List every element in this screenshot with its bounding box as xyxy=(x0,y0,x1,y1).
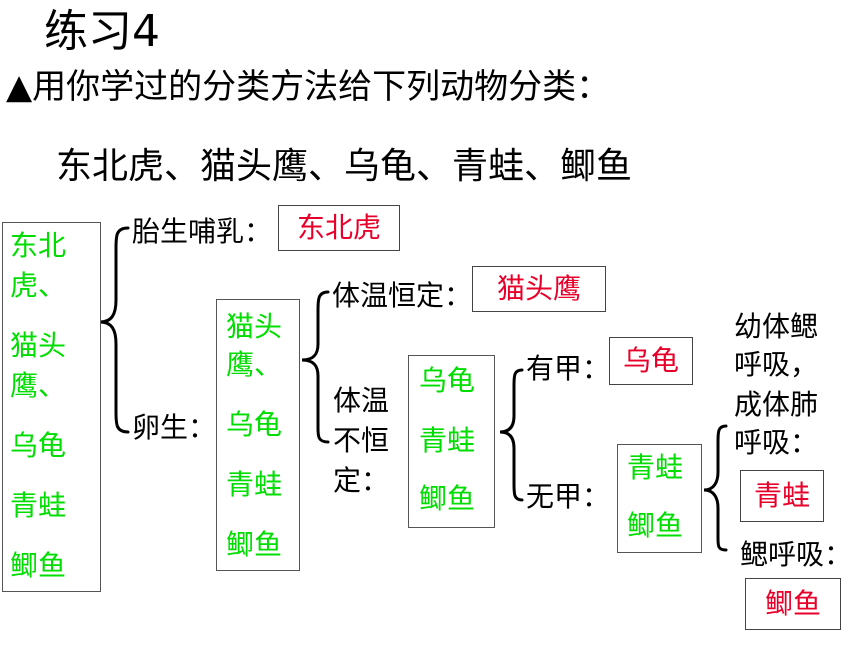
answer-turtle: 乌龟 xyxy=(609,337,693,385)
answer-owl: 猫头鹰 xyxy=(472,266,606,312)
answer-fish: 鲫鱼 xyxy=(745,578,841,630)
box1-line: 东北 xyxy=(10,229,67,262)
variable-temp-box: 乌龟 青蛙 鲫鱼 xyxy=(408,355,495,528)
slide-title: 练习4 xyxy=(44,6,160,57)
brace-level-3 xyxy=(499,368,524,502)
box2-line: 鹰、 xyxy=(226,348,283,381)
no-shell-box: 青蛙 鲫鱼 xyxy=(617,444,702,553)
label-gill-breathing: 鳃呼吸： xyxy=(740,538,853,571)
all-animals-box: 东北 虎、 猫头 鹰、 乌龟 青蛙 鲫鱼 xyxy=(2,222,101,592)
brace-level-2 xyxy=(301,290,330,444)
box1-line: 鹰、 xyxy=(10,369,67,402)
brace-level-4 xyxy=(703,424,728,552)
box3-line: 乌龟 xyxy=(419,364,476,397)
label-larva-gill-4: 呼吸： xyxy=(734,426,819,459)
box1-line: 乌龟 xyxy=(10,429,67,462)
brace-level-1 xyxy=(99,226,130,434)
label-no-shell: 无甲： xyxy=(526,480,611,513)
label-constant-temp: 体温恒定： xyxy=(332,279,473,312)
label-variable-temp-1: 体温 xyxy=(333,384,390,417)
box2-line: 猫头 xyxy=(226,310,283,343)
instruction-text: ▲用你学过的分类方法给下列动物分类： xyxy=(6,67,611,107)
box3-line: 鲫鱼 xyxy=(419,482,476,515)
box1-line: 青蛙 xyxy=(10,489,67,522)
label-viviparous: 胎生哺乳： xyxy=(132,215,273,248)
box3-line: 青蛙 xyxy=(419,424,476,457)
label-oviparous: 卵生： xyxy=(132,411,217,444)
box4-line: 青蛙 xyxy=(627,451,684,484)
label-larva-gill-1: 幼体鳃 xyxy=(734,310,819,343)
oviparous-box: 猫头 鹰、 乌龟 青蛙 鲫鱼 xyxy=(216,299,300,571)
answer-tiger: 东北虎 xyxy=(278,205,400,251)
label-larva-gill-2: 呼吸， xyxy=(734,348,819,381)
label-has-shell: 有甲： xyxy=(526,352,611,385)
box2-line: 乌龟 xyxy=(226,408,283,441)
box1-line: 虎、 xyxy=(10,269,67,302)
box2-line: 青蛙 xyxy=(226,468,283,501)
box2-line: 鲫鱼 xyxy=(226,528,283,561)
box1-line: 鲫鱼 xyxy=(10,549,67,582)
label-variable-temp-3: 定： xyxy=(333,464,390,497)
box1-line: 猫头 xyxy=(10,329,67,362)
box4-line: 鲫鱼 xyxy=(627,509,684,542)
label-larva-gill-3: 成体肺 xyxy=(734,388,819,421)
animals-list: 东北虎、猫头鹰、乌龟、青蛙、鲫鱼 xyxy=(56,146,633,187)
label-variable-temp-2: 不恒 xyxy=(333,424,390,457)
answer-frog: 青蛙 xyxy=(740,470,824,522)
